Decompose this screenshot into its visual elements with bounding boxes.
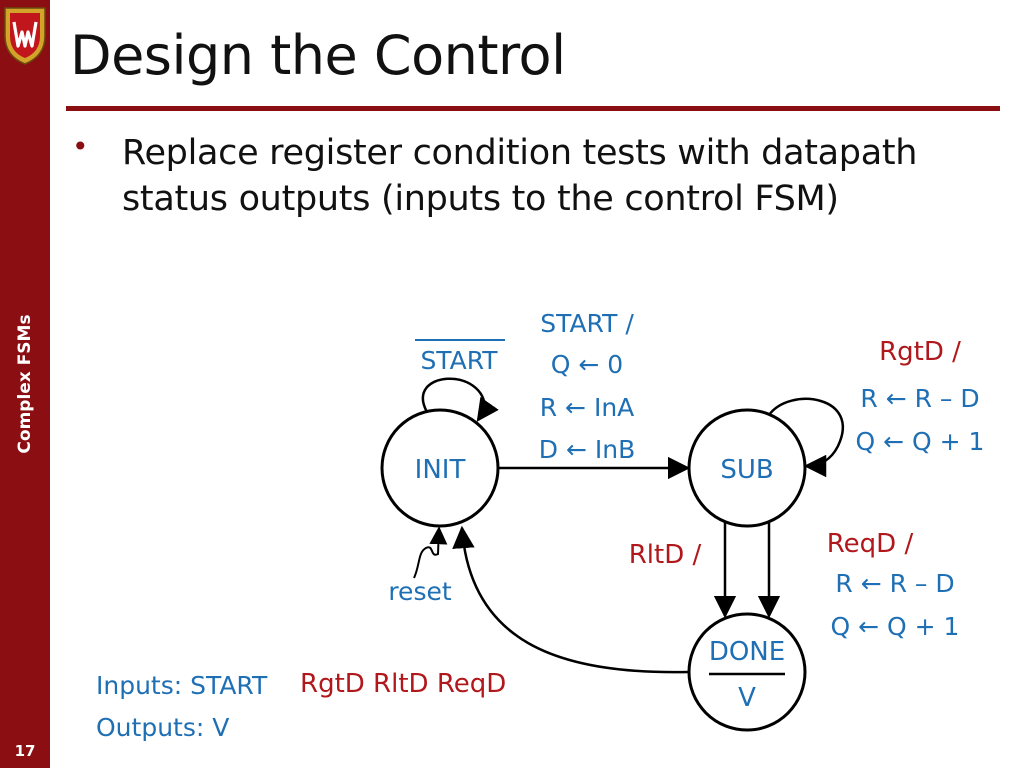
- title-divider: [66, 106, 1000, 111]
- state-init-label: INIT: [415, 455, 466, 485]
- init-to-sub-action-q: Q ← 0: [551, 350, 623, 379]
- init-self-loop-label: START: [420, 346, 498, 375]
- university-crest-logo: [4, 7, 46, 65]
- sub-self-loop-action-r: R ← R – D: [860, 384, 979, 413]
- init-self-loop-arrow: [421, 377, 499, 422]
- inputs-status-signals: RgtD RltD ReqD: [300, 669, 506, 699]
- sub-to-done-right-action-q: Q ← Q + 1: [831, 612, 960, 641]
- bullet-marker-icon: •: [72, 130, 89, 163]
- sub-to-done-right-condition: ReqD /: [827, 529, 914, 559]
- reset-label: reset: [388, 577, 452, 606]
- sub-self-loop-condition: RgtD /: [879, 337, 961, 367]
- state-sub-label: SUB: [720, 455, 773, 485]
- init-to-sub-condition: START /: [540, 309, 634, 338]
- slide-number: 17: [14, 742, 36, 760]
- init-to-sub-action-r: R ← InA: [540, 393, 635, 422]
- bullet-text: Replace register condition tests with da…: [122, 133, 918, 219]
- reset-squiggle: [413, 526, 448, 579]
- inputs-label: Inputs: START: [96, 671, 268, 700]
- state-done-output: V: [738, 683, 756, 713]
- sub-to-done-right-action-r: R ← R – D: [835, 569, 954, 598]
- done-to-init-arrow: [452, 525, 690, 674]
- outputs-label: Outputs: V: [96, 713, 229, 742]
- slide-title: Design the Control: [70, 24, 566, 87]
- sub-self-loop-action-q: Q ← Q + 1: [856, 427, 985, 456]
- sub-to-done-left-condition: RltD /: [629, 540, 702, 570]
- init-to-sub-action-d: D ← InB: [539, 435, 635, 464]
- state-done-label: DONE: [709, 637, 785, 667]
- sidebar: Complex FSMs 17: [0, 0, 50, 768]
- sub-self-loop-arrow: [767, 397, 845, 478]
